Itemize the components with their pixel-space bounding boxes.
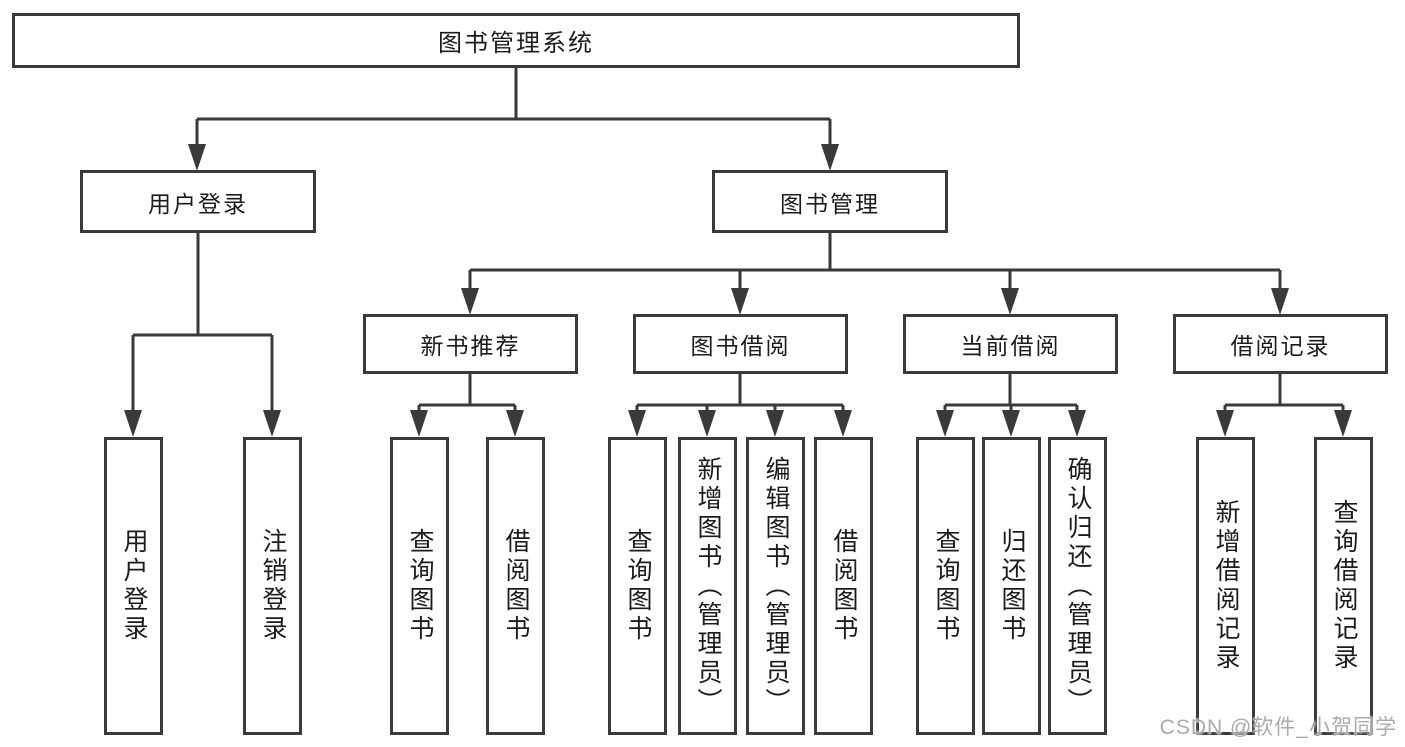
connector-root: [195, 68, 832, 146]
node-borrow-records-label: 借阅记录: [1230, 333, 1331, 359]
node-book-borrow-label: 图书借阅: [690, 333, 791, 359]
connector-borrow-records: [1223, 374, 1345, 412]
watermark: CSDN @软件_小贺同学: [1159, 716, 1397, 739]
leaf-current-confirm-return-admin: 确认归还（管理员）: [1048, 437, 1107, 735]
arrowheads: [124, 144, 1352, 437]
leaf-records-add-record: 新增借阅记录: [1196, 437, 1255, 735]
node-current-borrow: 当前借阅: [903, 314, 1118, 374]
leaf-borrow-borrow-books: 借阅图书: [814, 437, 873, 735]
connector-new-book-recommend: [417, 374, 517, 412]
node-book-borrow: 图书借阅: [633, 314, 848, 374]
node-root: 图书管理系统: [12, 13, 1020, 68]
connector-book-management: [468, 233, 1282, 292]
leaf-borrow-query-books: 查询图书: [608, 437, 667, 735]
leaf-borrow-edit-books-admin: 编辑图书（管理员）: [746, 437, 805, 735]
node-current-borrow-label: 当前借阅: [960, 333, 1061, 359]
leaf-user-login: 用户登录: [104, 437, 163, 735]
node-user-login-label: 用户登录: [148, 190, 248, 217]
node-new-book-recommend: 新书推荐: [363, 314, 578, 374]
node-book-management-label: 图书管理: [780, 190, 880, 217]
leaf-recommend-query-books: 查询图书: [390, 437, 449, 735]
node-user-login: 用户登录: [80, 170, 316, 233]
leaf-borrow-add-books-admin: 新增图书（管理员）: [678, 437, 737, 735]
leaf-records-query-record: 查询借阅记录: [1314, 437, 1373, 735]
leaf-recommend-borrow-books: 借阅图书: [486, 437, 545, 735]
node-new-book-recommend-label: 新书推荐: [420, 333, 521, 359]
connector-current-borrow: [943, 374, 1079, 412]
node-root-label: 图书管理系统: [438, 30, 594, 57]
leaf-current-return-books: 归还图书: [982, 437, 1041, 735]
connector-user-login: [131, 233, 274, 412]
leaf-current-query-books: 查询图书: [916, 437, 975, 735]
leaf-logout: 注销登录: [243, 437, 302, 735]
node-borrow-records: 借阅记录: [1173, 314, 1388, 374]
connector-book-borrow: [635, 374, 845, 412]
node-book-management: 图书管理: [712, 170, 948, 233]
